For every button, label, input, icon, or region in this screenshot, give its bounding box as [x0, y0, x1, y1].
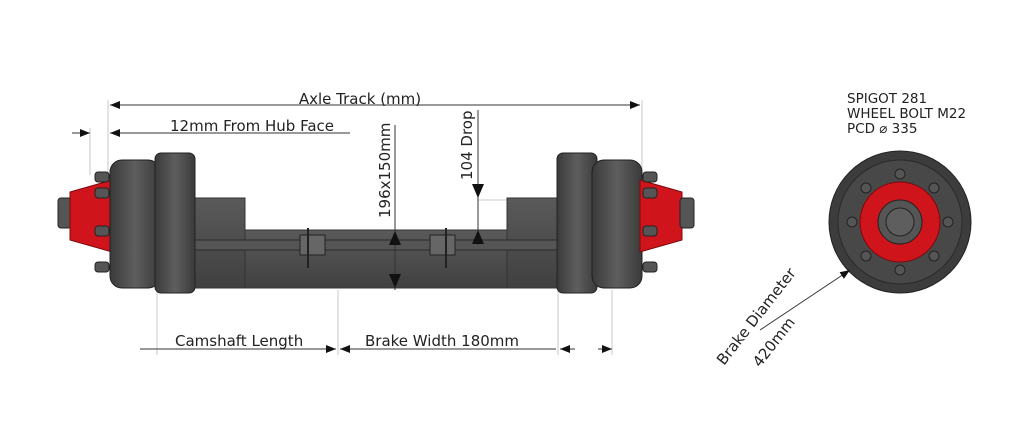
beam-size-label: 196x150mm: [376, 123, 394, 218]
left-hub: [57, 171, 113, 273]
extension-lines: [89, 100, 643, 355]
left-brake-drum: [109, 152, 196, 294]
slack-adjuster-left: [299, 228, 326, 268]
right-hub: [639, 171, 695, 273]
camshaft-length-label: Camshaft Length: [175, 332, 303, 350]
right-brake-drum: [556, 152, 643, 294]
drop-label: 104 Drop: [458, 111, 476, 181]
axle-track-label: Axle Track (mm): [299, 90, 421, 108]
slack-adjuster-right: [429, 228, 456, 268]
spigot-spec: SPIGOT 281: [847, 91, 927, 107]
brake-width-label: Brake Width 180mm: [365, 332, 519, 350]
wheel-bolts: [846, 168, 954, 276]
brake-diameter-dimension: [759, 269, 851, 331]
pcd-spec: PCD ⌀ 335: [847, 121, 917, 137]
hub-face-label: 12mm From Hub Face: [170, 117, 334, 135]
wheel-bolt-spec: WHEEL BOLT M22: [847, 106, 966, 122]
hub-end-view: [828, 150, 972, 294]
